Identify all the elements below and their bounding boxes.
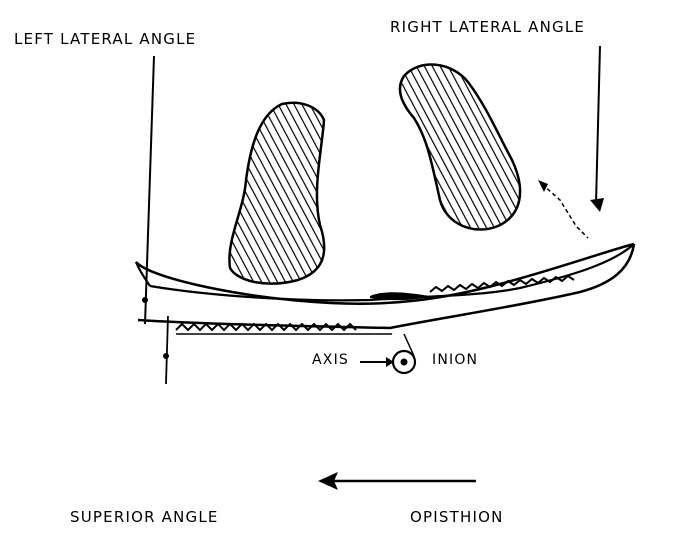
left-sutural-margin xyxy=(175,322,357,332)
nuchal-line xyxy=(137,243,636,330)
opisthion-label: OPISTHION xyxy=(410,508,504,526)
right-sutural-margin xyxy=(429,274,575,293)
superior-angle-label: SUPERIOR ANGLE xyxy=(70,508,219,526)
left-lateral-angle-label: LEFT LATERAL ANGLE xyxy=(14,30,197,48)
right-lateral-mass xyxy=(398,63,522,231)
left-lateral-mass xyxy=(228,101,326,285)
right-lateral-pointer xyxy=(595,45,601,205)
occipital-outer-border xyxy=(135,242,635,305)
right-lateral-angle-label: RIGHT LATERAL ANGLE xyxy=(390,18,586,36)
inion-label: INION xyxy=(432,352,479,368)
occipital-inner-border xyxy=(149,243,635,302)
axis-label: AXIS xyxy=(312,352,349,368)
